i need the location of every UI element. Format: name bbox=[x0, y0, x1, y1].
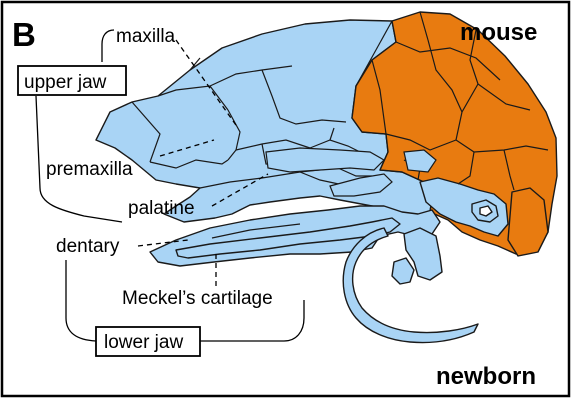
label-dentary: dentary bbox=[56, 236, 120, 257]
label-upper-jaw: upper jaw bbox=[24, 72, 107, 93]
label-palatine: palatine bbox=[128, 198, 195, 219]
species-title: mouse bbox=[460, 19, 537, 46]
label-lower-jaw: lower jaw bbox=[104, 332, 183, 353]
stage-label: newborn bbox=[436, 363, 536, 390]
label-meckels-cartilage: Meckel’s cartilage bbox=[122, 288, 273, 309]
label-maxilla: maxilla bbox=[116, 26, 176, 47]
panel-letter: B bbox=[12, 16, 36, 53]
label-premaxilla: premaxilla bbox=[46, 159, 133, 180]
